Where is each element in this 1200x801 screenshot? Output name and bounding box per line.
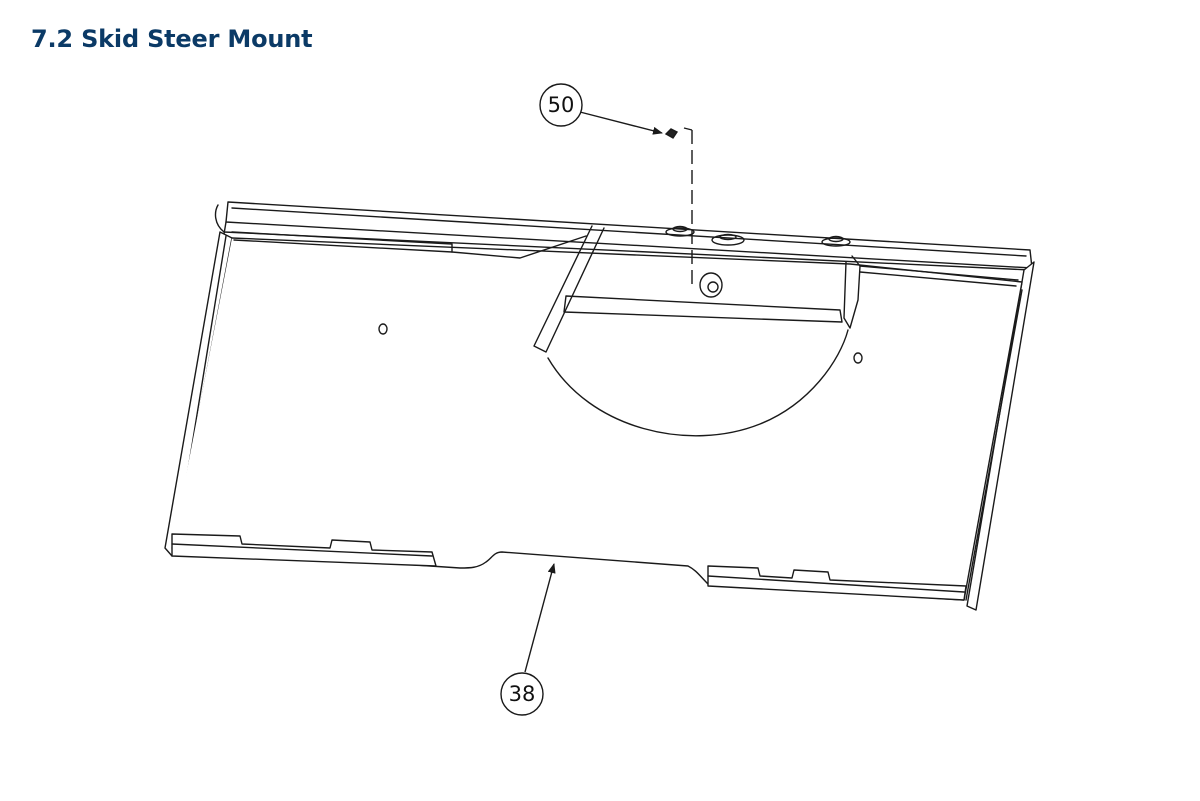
leader-line xyxy=(524,563,556,673)
mount-plate-part xyxy=(164,201,1035,611)
callout-50: 50 xyxy=(539,83,663,135)
fastener-part xyxy=(664,127,693,290)
section-title: 7.2 Skid Steer Mount xyxy=(31,25,313,53)
callout-circle xyxy=(539,83,583,127)
callout-label: 38 xyxy=(509,682,536,706)
callout-38: 38 xyxy=(500,563,556,716)
leader-line xyxy=(579,111,663,135)
callout-circle xyxy=(500,672,544,716)
callout-label: 50 xyxy=(548,93,575,117)
